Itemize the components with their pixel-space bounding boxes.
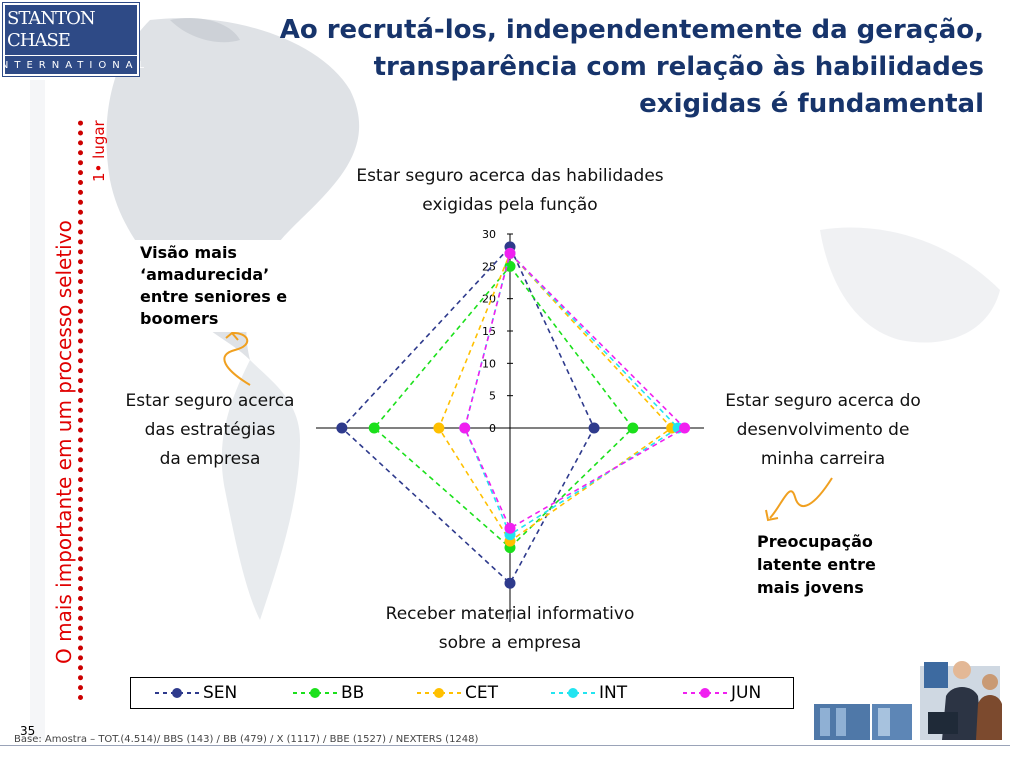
callout-left-line-3: entre seniores e (140, 287, 288, 306)
legend-item-jun: JUN (683, 681, 761, 705)
radar-point-sen-bottom (504, 577, 516, 589)
radar-point-bb-top (504, 260, 516, 272)
callout-left-line-4: boomers (140, 309, 219, 328)
radar-point-jun-right (679, 422, 691, 434)
radar-point-jun-top (504, 247, 516, 259)
radar-tick-label: 30 (482, 228, 496, 241)
radar-series-int (463, 251, 680, 536)
axis-label-right: Estar seguro acerca do desenvolvimento d… (688, 387, 958, 474)
vertical-side-caption: O mais importante em um processo seletiv… (52, 220, 76, 664)
vertical-dotted-divider (78, 120, 83, 700)
callout-left-line-1: Visão mais (140, 243, 237, 262)
callout-right-line-3: mais jovens (757, 578, 864, 597)
radar-point-jun-bottom (504, 522, 516, 534)
legend-label-int: INT (599, 683, 628, 703)
callout-young-concern: Preocupação latente entre mais jovens (757, 530, 947, 599)
radar-series-layer (336, 241, 691, 589)
axis-label-bottom-line-2: sobre a empresa (438, 633, 582, 653)
callout-right-line-1: Preocupação (757, 532, 873, 551)
title-line-3: exigidas é fundamental (639, 89, 984, 119)
footer-divider (0, 745, 1010, 746)
legend-item-sen: SEN (155, 681, 237, 705)
arrow-left-callout (223, 331, 251, 386)
axis-label-bottom: Receber material informativo sobre a emp… (330, 600, 690, 658)
title-line-1: Ao recrutá-los, independentemente da ger… (279, 15, 984, 45)
callout-arrows (223, 331, 833, 522)
first-place-label: 1• lugar (90, 120, 108, 182)
axis-label-right-line-1: Estar seguro acerca do (725, 391, 921, 411)
legend-swatch-int (551, 688, 595, 698)
legend-label-cet: CET (465, 683, 498, 703)
arrow-left-head (225, 331, 239, 341)
legend-swatch-cet (417, 688, 461, 698)
callout-left-line-2: ‘amadurecida’ (140, 265, 270, 284)
axis-label-bottom-line-1: Receber material informativo (385, 604, 635, 624)
legend-label-bb: BB (341, 683, 365, 703)
legend-label-jun: JUN (731, 683, 762, 703)
arrow-right-callout (769, 477, 833, 519)
radar-point-sen-right (588, 422, 600, 434)
axis-label-left: Estar seguro acerca das estratégias da e… (95, 387, 325, 474)
radar-tick-label: 5 (489, 390, 496, 403)
callout-mature-view: Visão mais ‘amadurecida’ entre seniores … (130, 240, 354, 332)
sample-base-note: Base: Amostra – TOT.(4.514)/ BBS (143) /… (14, 734, 479, 745)
axis-label-right-line-2: desenvolvimento de (736, 420, 910, 440)
page-number: 35 (20, 724, 36, 738)
axis-label-left-line-3: da empresa (159, 449, 261, 469)
logo-name: STANTON CHASE (5, 8, 137, 56)
legend-item-cet: CET (417, 681, 498, 705)
radar-point-cet-left (433, 422, 445, 434)
callout-right-line-2: latente entre (757, 555, 876, 574)
radar-series-bb (373, 265, 634, 549)
legend-label-sen: SEN (203, 683, 238, 703)
radar-point-bb-left (368, 422, 380, 434)
chart-legend: SEN BB CET INT JUN (130, 677, 794, 709)
radar-tick-label: 10 (482, 357, 496, 370)
radar-tick-label: 25 (482, 260, 496, 273)
page-title: Ao recrutá-los, independentemente da ger… (184, 12, 984, 123)
radar-point-jun-left (459, 422, 471, 434)
axis-label-left-line-2: das estratégias (144, 420, 276, 440)
radar-point-bb-right (627, 422, 639, 434)
legend-swatch-bb (293, 688, 337, 698)
logo-subtitle: INTERNATIONAL (0, 60, 151, 71)
axis-label-top-line-1: Estar seguro acerca das habilidades (356, 166, 664, 186)
axis-label-top-line-2: exigidas pela função (422, 195, 598, 215)
radar-point-sen-left (336, 422, 348, 434)
axis-label-right-line-3: minha carreira (760, 449, 886, 469)
radar-series-sen (340, 245, 595, 585)
arrow-right-head (765, 509, 779, 522)
stanton-chase-logo: STANTON CHASE INTERNATIONAL (0, 2, 144, 77)
corner-photo-people-at-computer (812, 656, 1004, 742)
legend-item-bb: BB (293, 681, 364, 705)
legend-item-int: INT (551, 681, 627, 705)
legend-swatch-sen (155, 688, 199, 698)
legend-swatch-jun (683, 688, 727, 698)
title-line-2: transparência com relação às habilidades (373, 52, 984, 82)
radar-tick-label: 0 (489, 422, 496, 435)
axis-label-top: Estar seguro acerca das habilidades exig… (300, 162, 720, 220)
radar-series-jun (463, 251, 686, 530)
axis-label-left-line-1: Estar seguro acerca (125, 391, 295, 411)
